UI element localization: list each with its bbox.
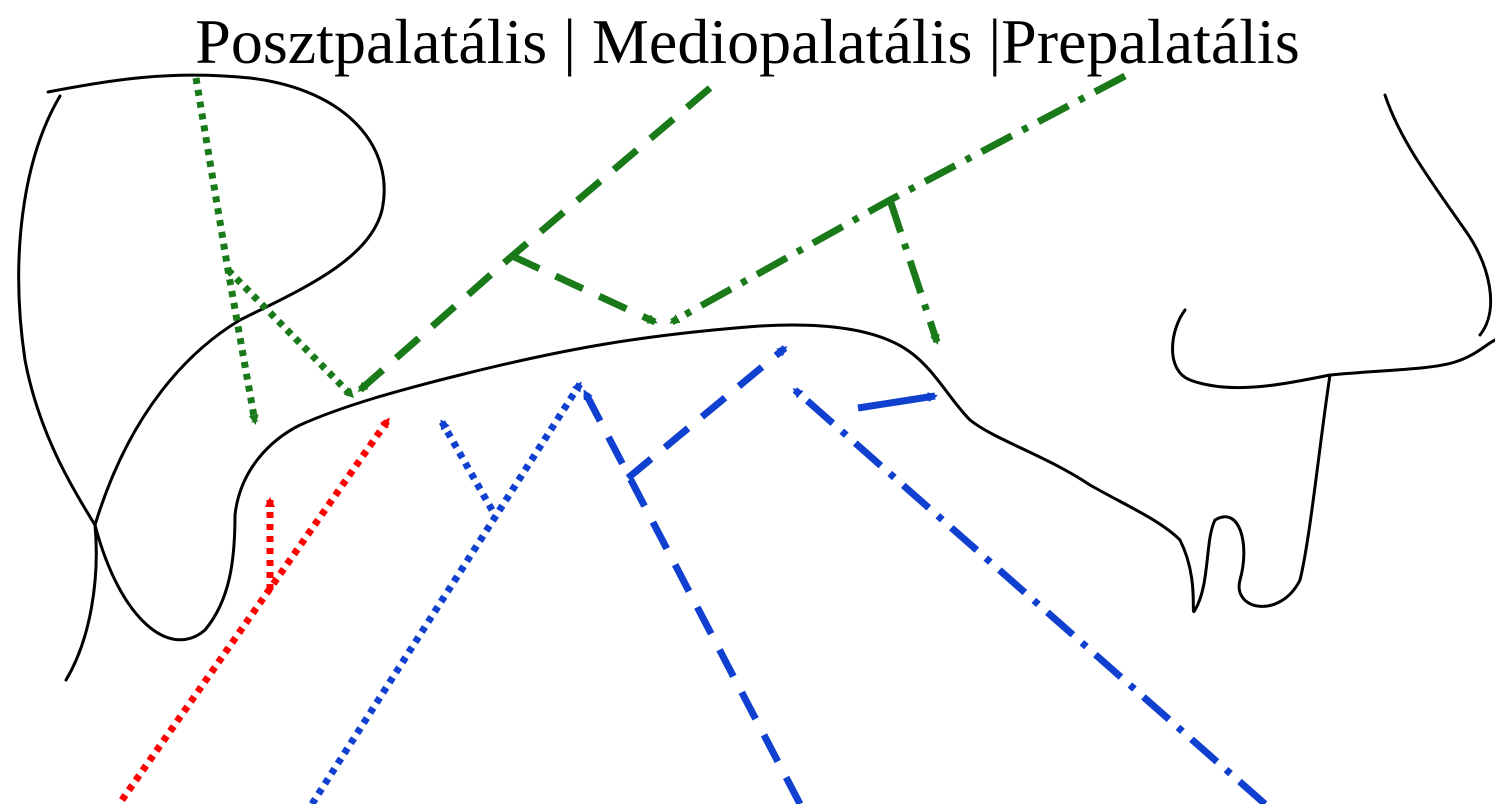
- arrow-blue-dashed-2: [625, 345, 788, 481]
- lip-outline: [1171, 308, 1495, 390]
- arrow-blue-dotted-short: [438, 419, 496, 512]
- arrow-green-dashdot-2: [886, 198, 941, 345]
- arrow-green-dashed-1: [357, 85, 713, 393]
- title-posztpalatalis: Posztpalatális: [195, 6, 548, 77]
- arrow-green-dotted-2: [225, 267, 355, 399]
- title-separator: |: [972, 6, 1002, 77]
- arrow-blue-solid: [857, 392, 938, 412]
- arrow-green-dotted-1: [192, 77, 259, 425]
- palate-outline: [93, 323, 1332, 642]
- title-separator: |: [547, 6, 593, 77]
- arrow-blue-dashed-1: [581, 389, 804, 804]
- soft-palate-outline: [46, 73, 386, 527]
- arrow-green-dashdot-1: [669, 72, 1127, 326]
- uvula-outline: [17, 94, 98, 682]
- arrow-green-dashed-2: [510, 252, 658, 326]
- nose-outline: [1383, 93, 1493, 337]
- title-prepalatalis: Prepalatális: [1001, 6, 1300, 77]
- arrow-blue-dotted-long: [309, 381, 583, 804]
- arrow-blue-dashdot: [792, 387, 1268, 804]
- title: Posztpalatális | Mediopalatális |Prepala…: [0, 2, 1495, 82]
- title-mediopalatalis: Mediopalatális: [592, 6, 973, 77]
- arrow-red-dotted-long: [119, 417, 391, 803]
